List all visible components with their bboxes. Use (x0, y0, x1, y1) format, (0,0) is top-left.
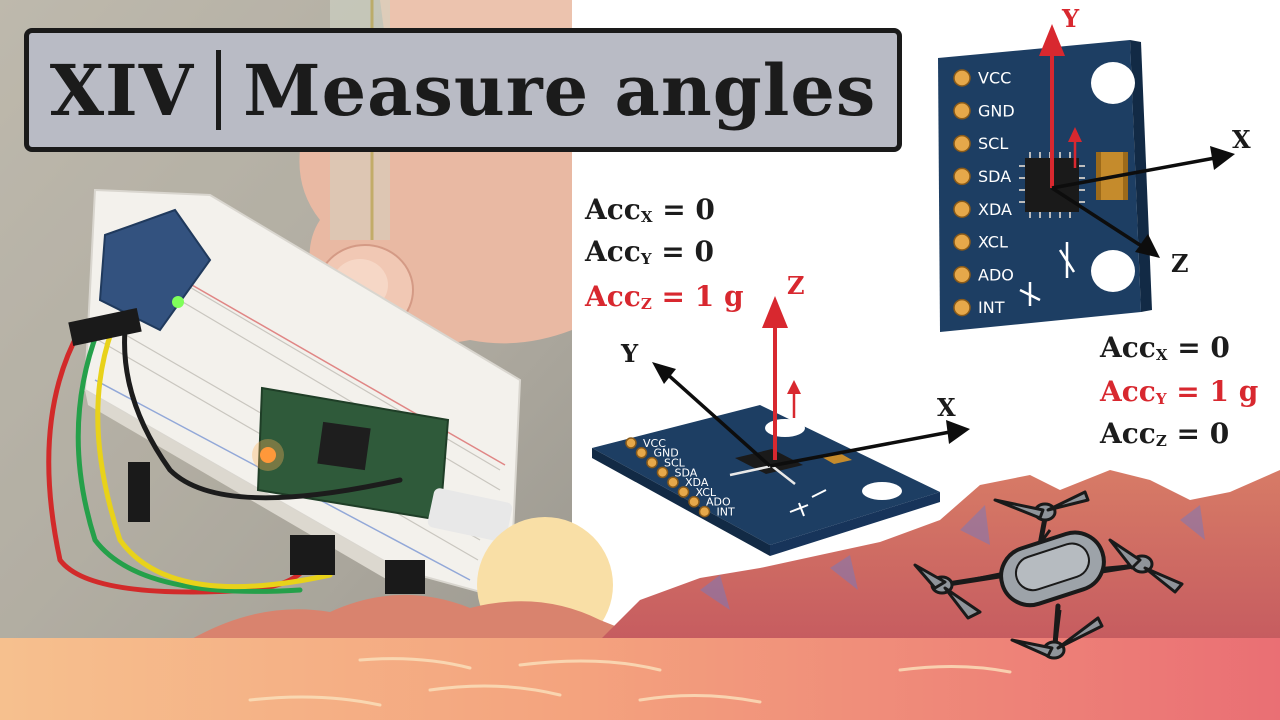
upright-pin-label: XDA (978, 200, 1012, 219)
sunset-landscape (0, 470, 1280, 720)
upright-pin-label: XCL (978, 233, 1008, 252)
upright-pin-vcc (953, 69, 971, 87)
flat-reading-x: AccX = 0 (585, 193, 715, 226)
flat-pin-label: VCC (643, 437, 666, 450)
flat-pin-xda (667, 476, 679, 488)
title-text: Measure angles (243, 48, 877, 132)
flat-pin-sda (656, 466, 669, 479)
sensor-board-upright: VCC GND SCL SDA XDA XCL ADO INT (938, 40, 1152, 332)
flat-pin-gnd (635, 447, 648, 459)
quadcopter-drone-icon (913, 490, 1184, 660)
upright-pin-int (953, 298, 971, 317)
flat-pin-label: ADO (706, 496, 731, 509)
upright-pin-label: GND (978, 101, 1015, 120)
upright-reading-y: AccY = 1 g (1100, 375, 1259, 408)
upright-axis-y-label: Y (1061, 4, 1080, 33)
title-banner: XIV Measure angles (24, 28, 902, 152)
axis-orientation-icon (1019, 242, 1076, 306)
flat-axis-z-label: Z (787, 271, 805, 300)
upright-pin-sda (953, 167, 971, 186)
upright-axes (1039, 24, 1235, 258)
flat-reading-y: AccY = 0 (585, 235, 714, 268)
flat-pin-label: SDA (675, 466, 698, 479)
flat-pin-xcl (677, 486, 690, 498)
upright-axis-z-label: Z (1171, 249, 1189, 278)
flat-axis-x-label: X (937, 393, 956, 422)
flat-axis-y-label: Y (620, 339, 639, 368)
flat-pin-ado (688, 496, 700, 508)
title-separator (216, 50, 222, 130)
upright-axis-x-label: X (1232, 125, 1251, 154)
flat-pin-label: INT (717, 505, 735, 518)
flat-pin-vcc (625, 437, 637, 449)
upright-pin-xcl (953, 233, 971, 251)
upright-pin-label: SDA (978, 167, 1011, 186)
upright-reading-x: AccX = 0 (1100, 331, 1230, 364)
flat-reading-z: AccZ = 1 g (585, 280, 744, 313)
flat-pin-scl (646, 456, 658, 469)
upright-pin-ado (953, 266, 971, 284)
flat-pin-label: XCL (696, 486, 717, 499)
upright-pin-scl (953, 134, 971, 153)
flat-pin-label: XDA (685, 476, 709, 489)
upright-pin-label: SCL (978, 134, 1008, 153)
title-roman-numeral: XIV (49, 48, 195, 132)
axis-orientation-icon (789, 489, 827, 517)
upright-pin-label: INT (978, 298, 1005, 317)
upright-pin-label: ADO (978, 265, 1014, 284)
flat-pin-label: SCL (664, 456, 686, 469)
upright-pin-label: VCC (978, 69, 1011, 88)
upright-reading-z: AccZ = 0 (1100, 417, 1230, 450)
flat-pin-label: GND (654, 447, 679, 460)
flat-axes (652, 296, 970, 468)
flat-pin-int (698, 505, 711, 518)
upright-pin-gnd (953, 102, 971, 120)
upright-pin-xda (953, 200, 971, 218)
